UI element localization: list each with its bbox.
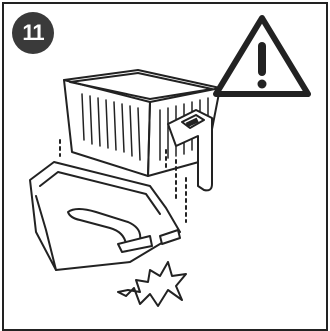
impact-burst-icon [118,262,186,306]
warning-triangle-icon [216,18,308,94]
crisper-plate [30,162,180,270]
